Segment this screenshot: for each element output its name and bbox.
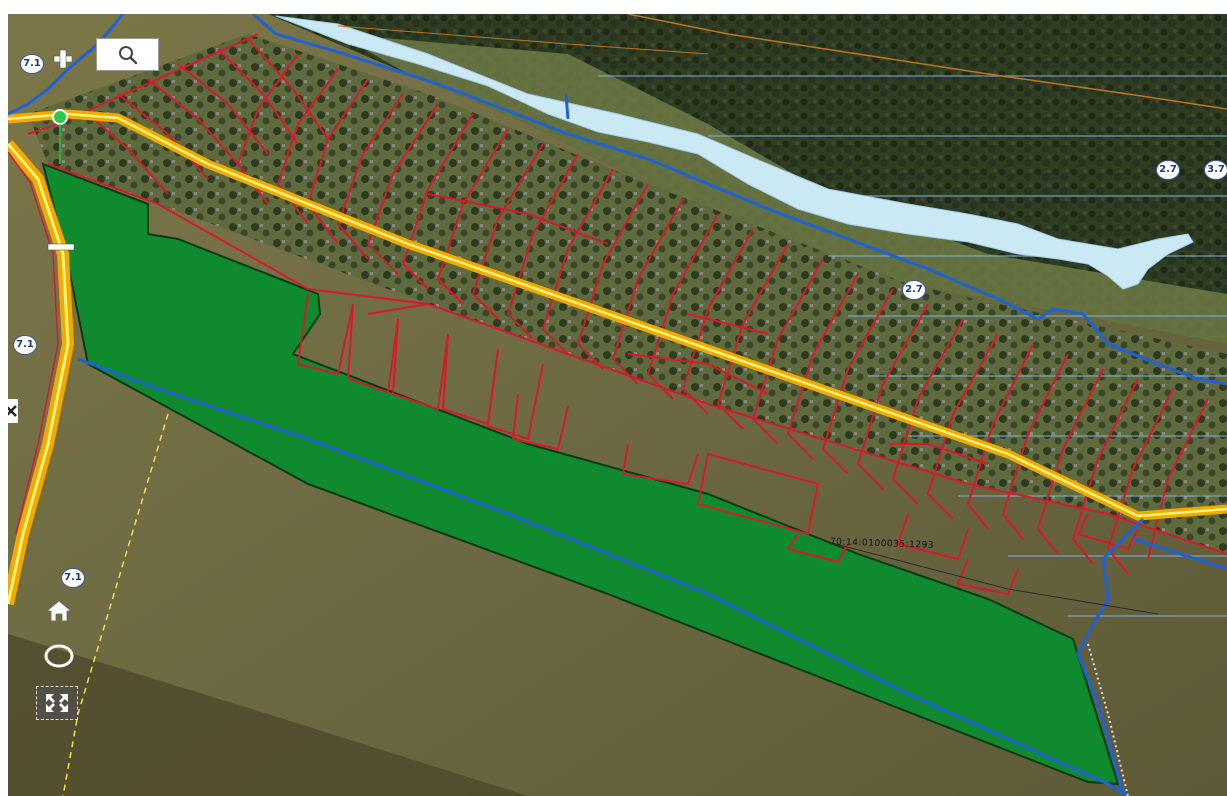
- zoom-in-button[interactable]: [44, 48, 74, 70]
- home-icon: [45, 600, 73, 622]
- river: [275, 15, 1194, 290]
- fullscreen-icon: [46, 694, 68, 712]
- close-icon: [8, 405, 17, 417]
- plus-icon: [53, 49, 73, 69]
- zone-label: 7.1: [20, 54, 44, 74]
- zone-label: 2.7: [902, 280, 926, 300]
- search-button[interactable]: [96, 38, 159, 71]
- home-button[interactable]: [38, 594, 80, 628]
- side-panel-toggle[interactable]: [8, 399, 18, 423]
- search-icon: [118, 45, 137, 64]
- locate-button[interactable]: [38, 639, 80, 673]
- parcel-grid[interactable]: [27, 33, 1227, 596]
- zoom-out-button[interactable]: [46, 239, 76, 255]
- fullscreen-button[interactable]: [36, 686, 78, 720]
- minus-icon: [47, 243, 75, 251]
- zone-label: 7.1: [13, 335, 37, 355]
- road-point-marker[interactable]: [52, 109, 68, 125]
- dashed-boundary: [62, 413, 169, 796]
- selected-parcel[interactable]: [41, 162, 1120, 786]
- zone-label: 7.1: [61, 568, 85, 588]
- main-road: [8, 109, 1227, 521]
- circle-icon: [44, 644, 74, 668]
- parcel-leader-line: [827, 541, 1159, 615]
- highway: [8, 140, 75, 606]
- district-boundary-2: [337, 25, 709, 55]
- district-boundary: [627, 14, 1227, 110]
- map-viewport[interactable]: 7.1 2.7 3.7 2.7 7.1 7.1 70:14:0100035:12…: [8, 14, 1227, 796]
- zone-label: 2.7: [1156, 160, 1180, 180]
- zone-label: 3.7: [1204, 160, 1227, 180]
- dark-field-strip: [8, 634, 528, 796]
- map-canvas[interactable]: [8, 14, 1227, 796]
